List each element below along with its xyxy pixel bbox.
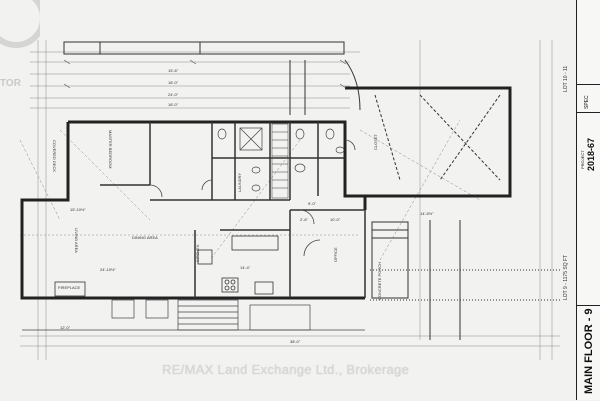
- lot-label-adjacent: LOT 10 - 11: [563, 65, 569, 92]
- dimension-label: 18'-0": [168, 102, 179, 107]
- room-label-concrete-porch: CONCRETE PORCH: [377, 261, 382, 300]
- dimension-label: 24'-0": [168, 92, 179, 97]
- title-block-project-cell: PROJECT 2018-67: [577, 112, 600, 173]
- dimension-label: 9'-0": [308, 201, 316, 206]
- room-label-fireplace: FIREPLACE: [58, 285, 81, 290]
- brokerage-watermark-text: RE/MAX Land Exchange Ltd., Brokerage: [162, 362, 410, 377]
- sheet-code: SPEC: [584, 95, 590, 109]
- room-label-dining-area: DINING AREA: [132, 235, 158, 240]
- sheet-title: MAIN FLOOR - 9: [583, 308, 595, 394]
- room-label-living-area: LIVING AREA: [74, 228, 79, 253]
- room-label-master-bedroom: MASTER BEDROOM: [108, 130, 113, 169]
- dimension-label: 2'-6": [300, 217, 308, 222]
- dimension-label: 24'-10½": [100, 267, 116, 272]
- dimension-label: 14'-4": [240, 265, 251, 270]
- project-number: 2018-67: [586, 137, 596, 171]
- room-label-office: OFFICE: [333, 247, 338, 262]
- title-block-sheet-code-cell: SPEC: [577, 84, 600, 113]
- dimension-label: 15'-6": [168, 68, 179, 73]
- room-label-laundry: LAUNDRY: [237, 172, 242, 192]
- room-label-closet: CLOSET: [373, 133, 378, 150]
- dimension-label: 38'-0": [290, 339, 301, 344]
- project-label: PROJECT: [580, 150, 585, 169]
- title-block-sheet-title-cell: MAIN FLOOR - 9: [577, 305, 600, 401]
- room-label-covered-deck: COVERED DECK: [52, 140, 57, 173]
- dimension-label: 14'-5½": [420, 211, 434, 216]
- lot-label: LOT 9 - 1175 SQ FT: [563, 254, 569, 300]
- room-label-kitchen: KITCHEN: [195, 244, 200, 262]
- dimension-label: 12'-0": [60, 325, 71, 330]
- brokerage-watermark-logo: TOR: [0, 0, 40, 100]
- title-block: SPEC PROJECT 2018-67 MAIN FLOOR - 9: [576, 0, 600, 400]
- floor-plan-drawing: [19, 40, 560, 360]
- dimension-label: 15'-10½": [70, 207, 86, 212]
- dimension-label: 18'-0": [168, 80, 179, 85]
- dimension-label: 10'-0": [330, 217, 341, 222]
